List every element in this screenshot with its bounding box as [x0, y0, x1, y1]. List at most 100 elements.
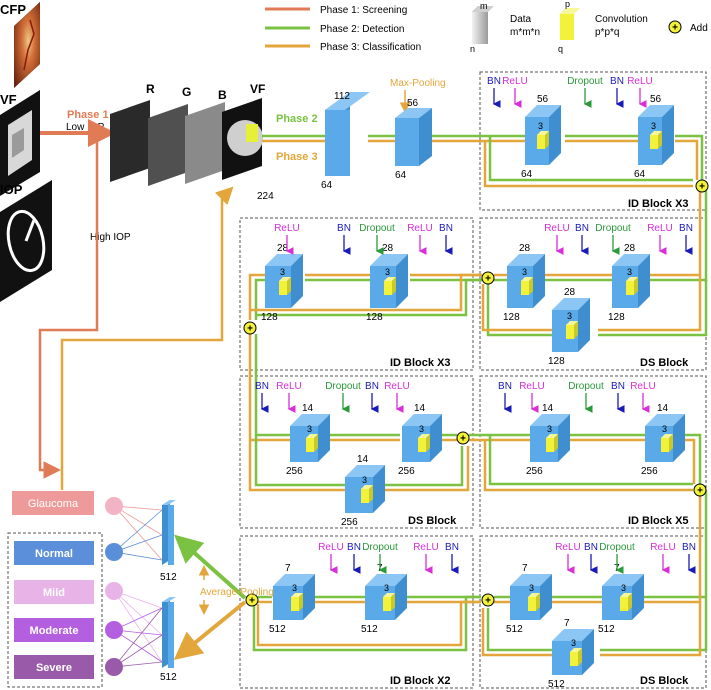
moderate-box [14, 618, 94, 642]
outputs: Glaucoma Normal Mild Moderate Severe [7, 491, 123, 688]
feature-cube-r4_right-3: 37 512 [548, 618, 594, 690]
vf-image [0, 90, 40, 196]
svg-text:+: + [485, 274, 491, 285]
add-icon: + [245, 593, 259, 607]
op-bn-label: BN [611, 381, 625, 392]
cube-depth-label: 256 [341, 517, 358, 528]
add-icon: + [243, 321, 257, 335]
op-relu: ReLU [413, 542, 439, 574]
cube-depth-label: 128 [548, 356, 565, 367]
channel-g-image [148, 104, 188, 186]
op-bn: BN [347, 542, 361, 574]
to-detection-head-arrow [174, 534, 247, 600]
block-title-r2-left: ID Block X3 [390, 357, 451, 369]
cube-size-label: 14 [357, 454, 369, 465]
op-bn: BN [255, 381, 269, 413]
legend-conv-block: p q Convolution p*p*q [558, 0, 648, 54]
op-relu: ReLU [318, 542, 344, 574]
legend-conv-p: p [565, 0, 570, 9]
op-bn-label: BN [365, 381, 379, 392]
stem-pool-size: 56 [407, 98, 419, 109]
kernel-size-label: 3 [362, 475, 367, 485]
cube-size-label: 28 [519, 243, 531, 254]
kernel-size-label: 3 [280, 267, 285, 277]
legend-phase3: Phase 3: Classification [320, 42, 421, 53]
severe-node [105, 658, 123, 676]
kernel-size-label: 3 [567, 311, 572, 321]
input-size-label: 224 [257, 191, 274, 202]
op-dropout-label: Dropout [567, 76, 603, 87]
kernel-size-label: 3 [627, 267, 632, 277]
op-bn-label: BN [487, 76, 501, 87]
normal-box [14, 541, 94, 565]
cfp-image [14, 2, 40, 88]
block-title-r3-left: DS Block [408, 515, 457, 527]
add-icon: + [481, 593, 495, 607]
kernel-size-label: 3 [522, 267, 527, 277]
svg-text:+: + [699, 182, 705, 193]
op-bn-label: BN [255, 381, 269, 392]
glaucoma-to-phase3-arrow [60, 186, 234, 490]
kernel-size-label: 3 [538, 121, 543, 131]
severe-label: Severe [36, 662, 72, 674]
mild-box [14, 580, 94, 604]
kernel-size-label: 3 [292, 583, 297, 593]
kernel-size-label: 3 [385, 267, 390, 277]
add-icon: + [456, 431, 470, 445]
cube-depth-label: 512 [598, 624, 615, 635]
legend-conv-q: q [558, 44, 563, 54]
op-bn: BN [682, 542, 696, 574]
op-relu: ReLU [650, 542, 676, 574]
stem-pool-depth: 64 [395, 170, 407, 181]
legend-data-formula: m*m*n [510, 27, 540, 38]
add-icon: + [693, 483, 707, 497]
cube-depth-label: 128 [608, 312, 625, 323]
iop-label: IOP [0, 182, 23, 197]
legend-add-label: Add [690, 23, 708, 34]
severity-frame [7, 532, 103, 688]
cube-size-label: 7 [564, 618, 570, 629]
op-relu: ReLU [276, 381, 302, 413]
cube-depth-label: 256 [526, 466, 543, 477]
glaucoma-node [105, 497, 123, 515]
op-relu-label: ReLU [413, 542, 439, 553]
op-bn-label: BN [682, 542, 696, 553]
op-relu: ReLU [407, 223, 433, 255]
kernel-size-label: 3 [571, 638, 576, 648]
op-relu-label: ReLU [647, 223, 673, 234]
op-dropout: Dropout [595, 223, 631, 255]
svg-text:+: + [697, 486, 703, 497]
block-title-r2-right: DS Block [640, 357, 689, 369]
cube-size-label: 28 [277, 243, 289, 254]
legend: Phase 1: Screening Phase 2: Detection Ph… [265, 0, 708, 54]
block-frames [239, 71, 707, 689]
legend-data-n: n [470, 44, 475, 54]
cube-depth-label: 512 [548, 679, 565, 690]
legend-conv-title: Convolution [595, 14, 648, 25]
cube-depth-label: 512 [506, 624, 523, 635]
iop-gauge-icon [0, 180, 52, 302]
channel-b-image [185, 102, 225, 184]
phase3-label: Phase 3 [276, 151, 318, 163]
legend-add: + Add [668, 20, 708, 34]
op-dropout: Dropout [325, 381, 361, 413]
output-connections [113, 505, 163, 668]
cube-depth-label: 128 [261, 312, 278, 323]
channel-stack: R G B VF 224 Phase 2 Phase 3 [110, 82, 318, 202]
op-dropout: Dropout [362, 542, 398, 574]
cube-depth-label: 256 [286, 466, 303, 477]
average-pooling-label: Average-Pooling [200, 587, 274, 598]
op-bn: BN [445, 542, 459, 574]
svg-text:+: + [460, 434, 466, 445]
kernel-size-label: 3 [662, 424, 667, 434]
op-bn-label: BN [337, 223, 351, 234]
op-dropout-label: Dropout [595, 223, 631, 234]
cube-depth-label: 64 [634, 169, 646, 180]
block-title-r4-right: DS Block [640, 675, 689, 687]
